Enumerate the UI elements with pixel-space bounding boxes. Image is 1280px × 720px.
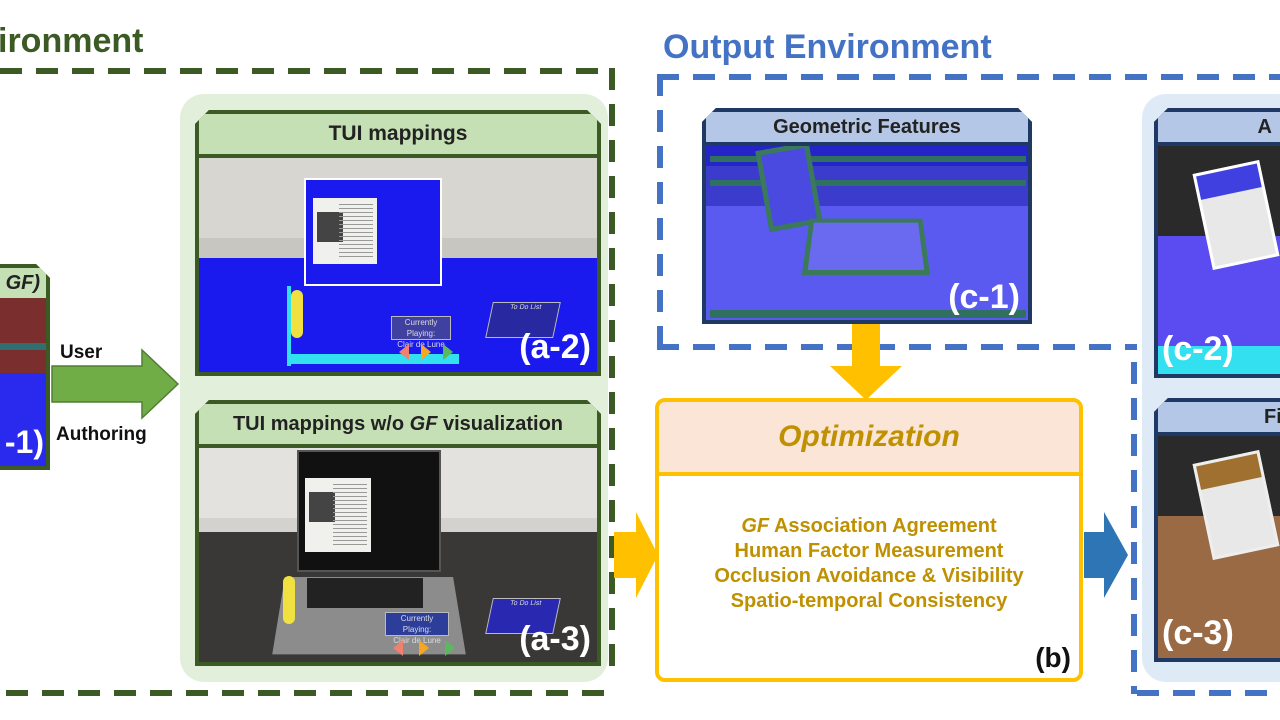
play-icon (419, 640, 429, 656)
panel-a1: GF) -1) (0, 264, 50, 470)
book-feature (802, 219, 930, 275)
features-to-optimization-arrow (830, 324, 902, 400)
panel-a1-image: -1) (0, 298, 46, 466)
output-env-border-top (657, 74, 1280, 80)
optimization-criterion: Human Factor Measurement (734, 540, 1004, 562)
panel-c1: Geometric Features (c-1) (702, 108, 1032, 324)
panel-c3: Fin (c-3) (1154, 398, 1280, 662)
input-environment-title: ironment (0, 22, 144, 60)
panel-c1-header: Geometric Features (706, 112, 1028, 146)
panel-a1-tag: -1) (4, 424, 44, 460)
panel-c1-tag: (c-1) (948, 278, 1020, 316)
panel-c2: A (c-2) (1154, 108, 1280, 378)
optimization-criterion: Occlusion Avoidance & Visibility (714, 565, 1024, 587)
panel-c3-tag: (c-3) (1162, 614, 1234, 652)
document-frame (1193, 450, 1280, 560)
slider-widget (283, 576, 295, 624)
panel-a3: TUI mappings w/o GF visualization Curren… (195, 400, 601, 666)
keyboard-edge-highlight (289, 354, 459, 364)
output-env-border-bottom (1137, 690, 1280, 696)
panel-c1-image: (c-1) (706, 146, 1028, 320)
panel-c2-tag: (c-2) (1162, 330, 1234, 368)
now-playing-card: Currently Playing: Clair de Lune (391, 316, 451, 340)
optimization-to-output-arrow (1084, 512, 1128, 598)
panel-a3-header: TUI mappings w/o GF visualization (199, 404, 597, 448)
input-env-border-bottom (6, 690, 610, 696)
play-icon (421, 344, 431, 360)
optimization-box: Optimization GF Association Agreement Hu… (655, 398, 1083, 682)
panel-a2-image: Currently Playing: Clair de Lune To Do L… (199, 158, 597, 372)
user-label: User (60, 342, 103, 363)
output-environment-title: Output Environment (663, 28, 992, 66)
optimization-criteria-list: GF Association Agreement Human Factor Me… (659, 476, 1079, 614)
laptop-keyboard (307, 578, 423, 608)
output-env-border-left-upper (657, 74, 663, 344)
slider-widget (291, 290, 303, 338)
now-playing-card: Currently Playing: Clair de Lune (385, 612, 449, 636)
previous-icon (399, 344, 409, 360)
output-env-border-middle (657, 344, 1137, 350)
next-icon (443, 344, 453, 360)
user-authoring-arrow (51, 348, 180, 420)
panel-a2: TUI mappings Currently Playing: Clair de… (195, 110, 601, 376)
optimization-criterion: GF Association Agreement (741, 515, 997, 537)
document-overlay (313, 198, 377, 264)
input-env-border-right (609, 68, 615, 668)
output-env-border-left-lower (1131, 362, 1137, 694)
panel-c3-header: Fin (1158, 402, 1280, 436)
previous-icon (393, 640, 403, 656)
optimization-title: Optimization (659, 402, 1079, 476)
panel-a3-image: Currently Playing: Clair de Lune To Do L… (199, 448, 597, 662)
mappings-to-optimization-arrow (614, 512, 658, 598)
optimization-tag: (b) (1035, 642, 1071, 673)
authoring-label: Authoring (56, 424, 147, 445)
document-frame (1193, 160, 1280, 270)
next-icon (445, 640, 455, 656)
input-env-border-top (0, 68, 600, 74)
panel-a2-header: TUI mappings (199, 114, 597, 158)
panel-c3-image: (c-3) (1158, 436, 1280, 658)
panel-a2-tag: (a-2) (519, 328, 591, 366)
panel-c2-image: (c-2) (1158, 146, 1280, 374)
panel-a3-tag: (a-3) (519, 620, 591, 658)
panel-c2-header: A (1158, 112, 1280, 146)
panel-a1-header: GF) (0, 268, 46, 298)
document-overlay (305, 478, 371, 552)
optimization-criterion: Spatio-temporal Consistency (730, 590, 1008, 612)
